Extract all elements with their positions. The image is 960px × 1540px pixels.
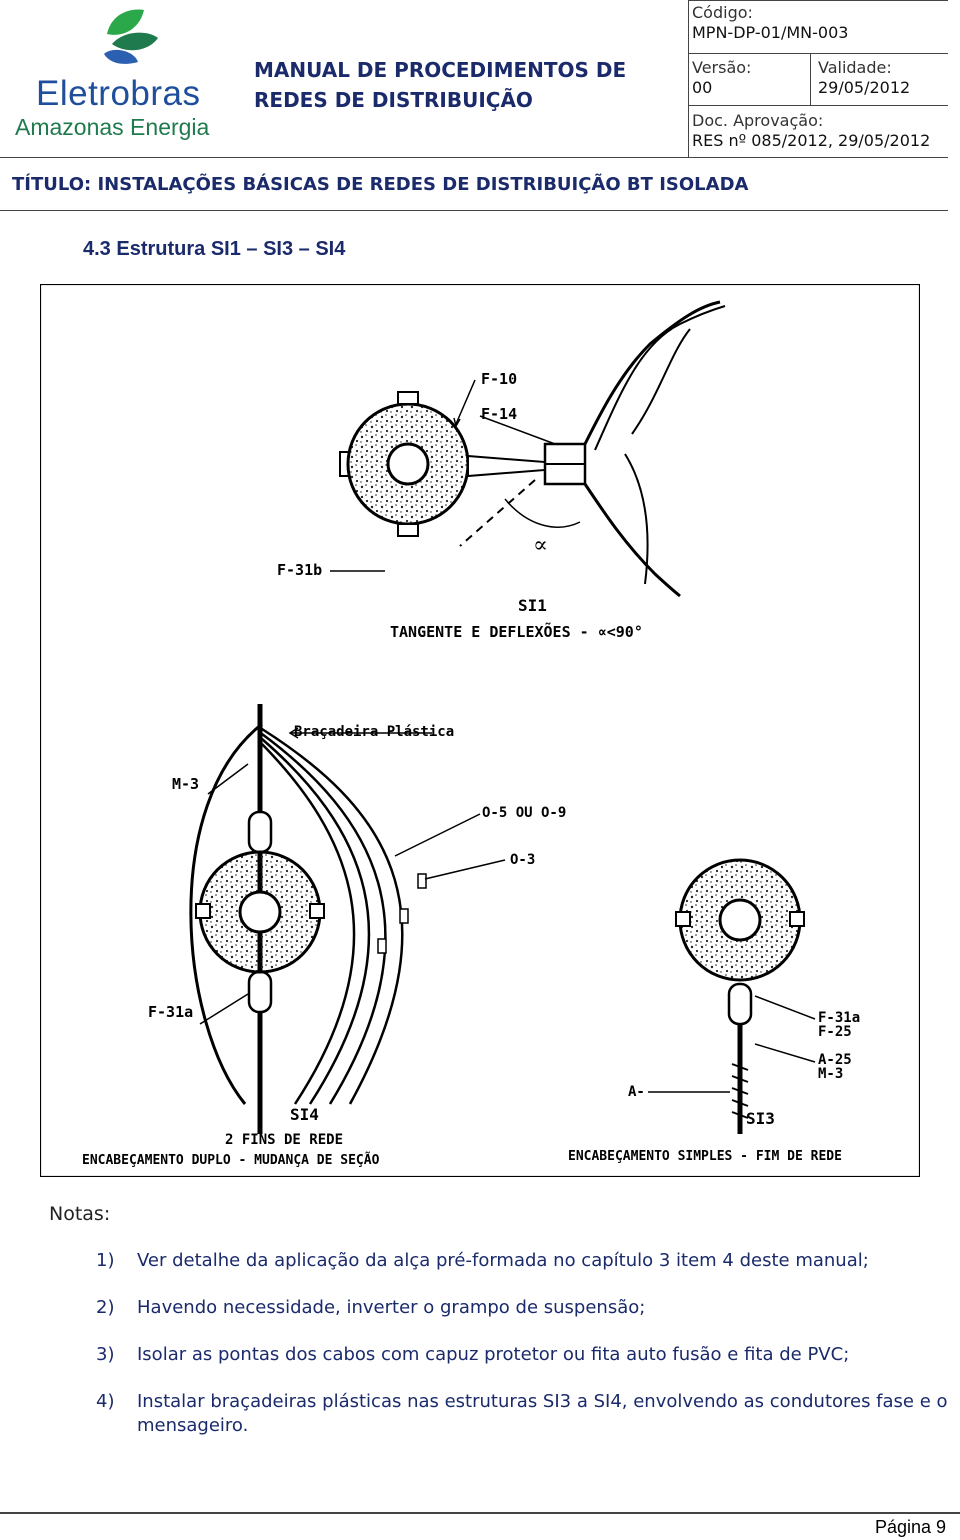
si1-angle-symbol: ∝ (533, 533, 548, 558)
si4-label-m3: M-3 (172, 775, 199, 793)
code-value: MPN-DP-01/MN-003 (692, 23, 849, 42)
si4-label-f31a: F-31a (148, 1003, 193, 1021)
si3-label-m3: M-3 (818, 1066, 843, 1082)
si4-drawing: Braçadeira Plástica M-3 O-5 OU O-9 O-3 F… (82, 704, 566, 1168)
note-number: 1) (96, 1250, 115, 1271)
si1-name: SI1 (518, 596, 547, 615)
header-bottom-rule (0, 157, 948, 158)
si1-caption: TANGENTE E DEFLEXÕES - ∝<90° (390, 622, 643, 641)
leaf-logo-icon (104, 9, 158, 64)
note-text: Instalar braçadeiras plásticas nas estru… (137, 1391, 948, 1436)
code-label: Código: (692, 3, 753, 22)
si3-label-f31a: F-31a (818, 1010, 860, 1026)
manual-title-line2: REDES DE DISTRIBUIÇÃO (254, 88, 533, 112)
figure-frame (39, 283, 921, 1178)
notes-label: Notas: (49, 1203, 111, 1225)
si1-label-f10: F-10 (481, 370, 517, 388)
header-meta-divider (688, 0, 689, 157)
note-text: Ver detalhe da aplicação da alça pré-for… (137, 1250, 869, 1271)
si4-label-bracadeira: Braçadeira Plástica (294, 724, 454, 740)
structure-drawing: F-10 F-14 F-31b ∝ SI1 TANGENTE E DEFLEXÕ… (39, 283, 921, 1178)
validity-value: 29/05/2012 (818, 78, 911, 97)
logo-subtext: Amazonas Energia (15, 114, 210, 140)
approval-label: Doc. Aprovação: (692, 111, 824, 130)
header-meta-divider-2 (810, 53, 811, 105)
si3-name: SI3 (746, 1109, 775, 1128)
document-title: TÍTULO: INSTALAÇÕES BÁSICAS DE REDES DE … (12, 174, 749, 195)
si3-caption: ENCABEÇAMENTO SIMPLES - FIM DE REDE (568, 1149, 842, 1164)
manual-title-line1: MANUAL DE PROCEDIMENTOS DE (254, 58, 627, 82)
footer-rule (0, 1512, 960, 1514)
si4-label-o5-o9: O-5 OU O-9 (482, 805, 566, 821)
si4-name: SI4 (290, 1105, 319, 1124)
si3-label-a25: A-25 (818, 1052, 852, 1068)
approval-value: RES nº 085/2012, 29/05/2012 (692, 131, 931, 150)
version-label: Versão: (692, 58, 752, 77)
si1-drawing: F-10 F-14 F-31b ∝ SI1 TANGENTE E DEFLEXÕ… (277, 300, 726, 641)
company-logo: Eletrobras Amazonas Energia (12, 4, 242, 144)
logo-wordmark: Eletrobras (36, 74, 201, 113)
page-number: Página 9 (874, 1517, 946, 1537)
validity-label: Validade: (818, 58, 892, 77)
note-text: Isolar as pontas dos cabos com capuz pro… (137, 1344, 850, 1365)
header-meta-rule-1 (688, 53, 948, 54)
note-text: Havendo necessidade, inverter o grampo d… (137, 1297, 646, 1318)
si4-caption-line1: 2 FINS DE REDE (225, 1132, 343, 1148)
title-bottom-rule (0, 210, 948, 211)
structure-drawing-svg: F-10 F-14 F-31b ∝ SI1 TANGENTE E DEFLEXÕ… (39, 283, 921, 1178)
note-number: 4) (96, 1391, 115, 1412)
note-number: 3) (96, 1344, 115, 1365)
si1-label-f14: F-14 (481, 405, 517, 423)
manual-title: MANUAL DE PROCEDIMENTOS DE REDES DE DIST… (254, 55, 674, 115)
note-number: 2) (96, 1297, 115, 1318)
si3-label-f25: F-25 (818, 1024, 852, 1040)
si4-label-o3: O-3 (510, 852, 535, 868)
header-top-rule (688, 0, 948, 1)
section-heading: 4.3 Estrutura SI1 – SI3 – SI4 (83, 238, 346, 260)
si1-label-f31b: F-31b (277, 561, 322, 579)
si4-caption-line2: ENCABEÇAMENTO DUPLO - MUDANÇA DE SEÇÃO (82, 1152, 380, 1168)
si3-drawing: F-31a F-25 A-25 M-3 A- SI3 ENCABEÇAMENTO… (568, 858, 860, 1164)
version-value: 00 (692, 78, 713, 97)
header-meta-rule-2 (688, 105, 948, 106)
si3-label-a: A- (628, 1084, 645, 1100)
